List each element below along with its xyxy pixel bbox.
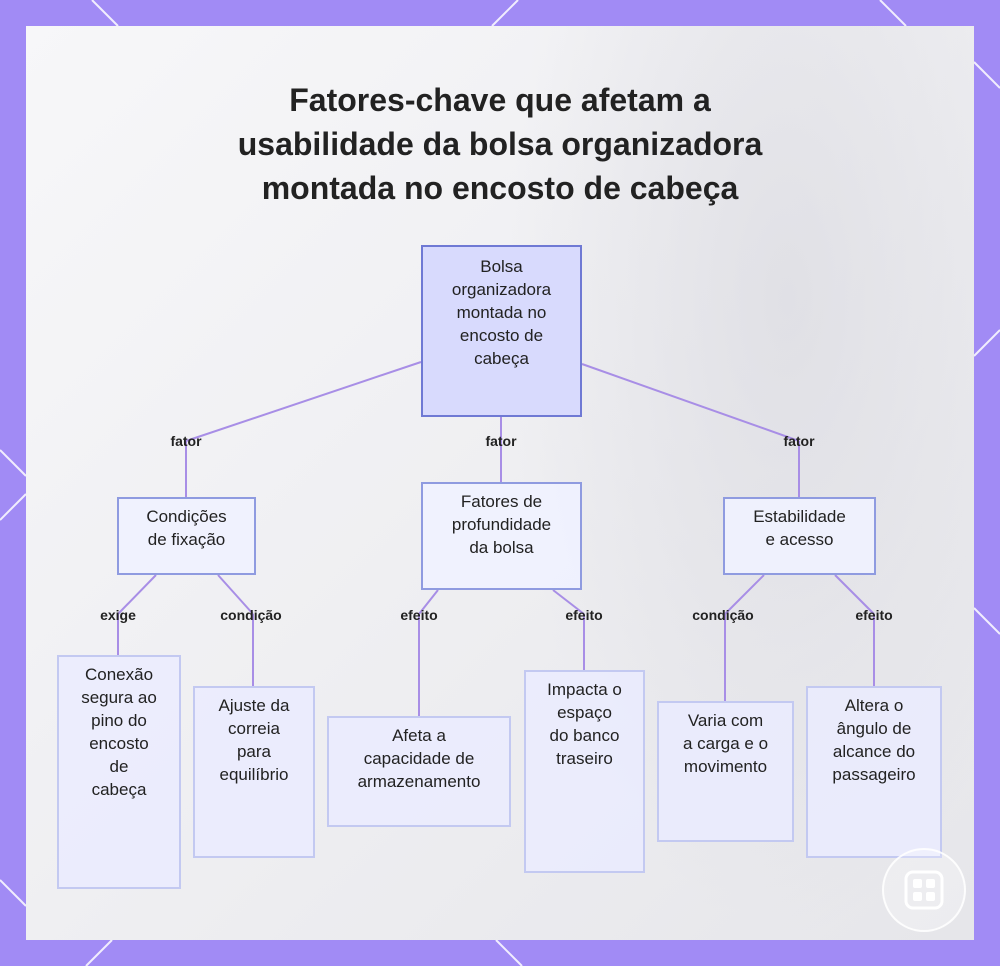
edge-profundidade-capacidade: [418, 589, 439, 615]
edge-root-estabilidade: [581, 363, 800, 442]
node-capacidade-label: Afeta a capacidade de armazenamento: [357, 726, 481, 791]
edge-root-fixacao: [185, 361, 422, 442]
edge-label-profundidade-espaco: efeito: [565, 607, 603, 623]
node-fixacao: Condições de fixação: [117, 497, 256, 575]
diagram-title: Fatores-chave que afetam a usabilidade d…: [0, 78, 1000, 210]
node-ajuste: Ajuste da correia para equilíbrio: [193, 686, 315, 858]
node-espaco: Impacta o espaço do banco traseiro: [524, 670, 645, 873]
node-capacidade: Afeta a capacidade de armazenamento: [327, 716, 511, 827]
node-estabilidade-label: Estabilidade e acesso: [753, 507, 846, 549]
edge-fixacao-ajuste: [217, 574, 254, 615]
edge-label-root-fixacao: fator: [170, 433, 202, 449]
node-conexao: Conexão segura ao pino do encosto de cab…: [57, 655, 181, 889]
title-line-1: Fatores-chave que afetam a: [289, 82, 711, 118]
node-espaco-label: Impacta o espaço do banco traseiro: [547, 680, 622, 768]
edge-label-estabilidade-carga: condição: [692, 607, 754, 623]
node-root: Bolsa organizadora montada no encosto de…: [421, 245, 582, 417]
node-ajuste-label: Ajuste da correia para equilíbrio: [218, 696, 290, 784]
node-conexao-label: Conexão segura ao pino do encosto de cab…: [81, 665, 157, 799]
node-root-label: Bolsa organizadora montada no encosto de…: [451, 257, 552, 368]
node-angulo: Altera o ângulo de alcance do passageiro: [806, 686, 942, 858]
edge-label-root-profundidade: fator: [485, 433, 517, 449]
node-estabilidade: Estabilidade e acesso: [723, 497, 876, 575]
corner-badge: [882, 848, 966, 932]
edge-label-fixacao-conexao: exige: [100, 607, 136, 623]
edge-label-estabilidade-angulo: efeito: [855, 607, 893, 623]
node-profundidade-label: Fatores de profundidade da bolsa: [451, 492, 552, 557]
node-carga: Varia com a carga e o movimento: [657, 701, 794, 842]
edge-profundidade-espaco: [552, 589, 585, 615]
edge-estabilidade-angulo: [834, 574, 875, 615]
node-fixacao-label: Condições de fixação: [146, 507, 227, 549]
grid-logo-icon: [904, 870, 944, 910]
edge-label-profundidade-capacidade: efeito: [400, 607, 438, 623]
title-line-2: usabilidade da bolsa organizadora: [237, 126, 763, 162]
edge-label-fixacao-ajuste: condição: [220, 607, 282, 623]
edge-label-root-estabilidade: fator: [783, 433, 815, 449]
title-line-3: montada no encosto de cabeça: [261, 170, 739, 206]
edge-fixacao-conexao: [117, 574, 157, 615]
node-profundidade: Fatores de profundidade da bolsa: [421, 482, 582, 590]
edge-estabilidade-carga: [724, 574, 765, 615]
node-angulo-label: Altera o ângulo de alcance do passageiro: [832, 696, 916, 784]
node-carga-label: Varia com a carga e o movimento: [682, 711, 769, 776]
